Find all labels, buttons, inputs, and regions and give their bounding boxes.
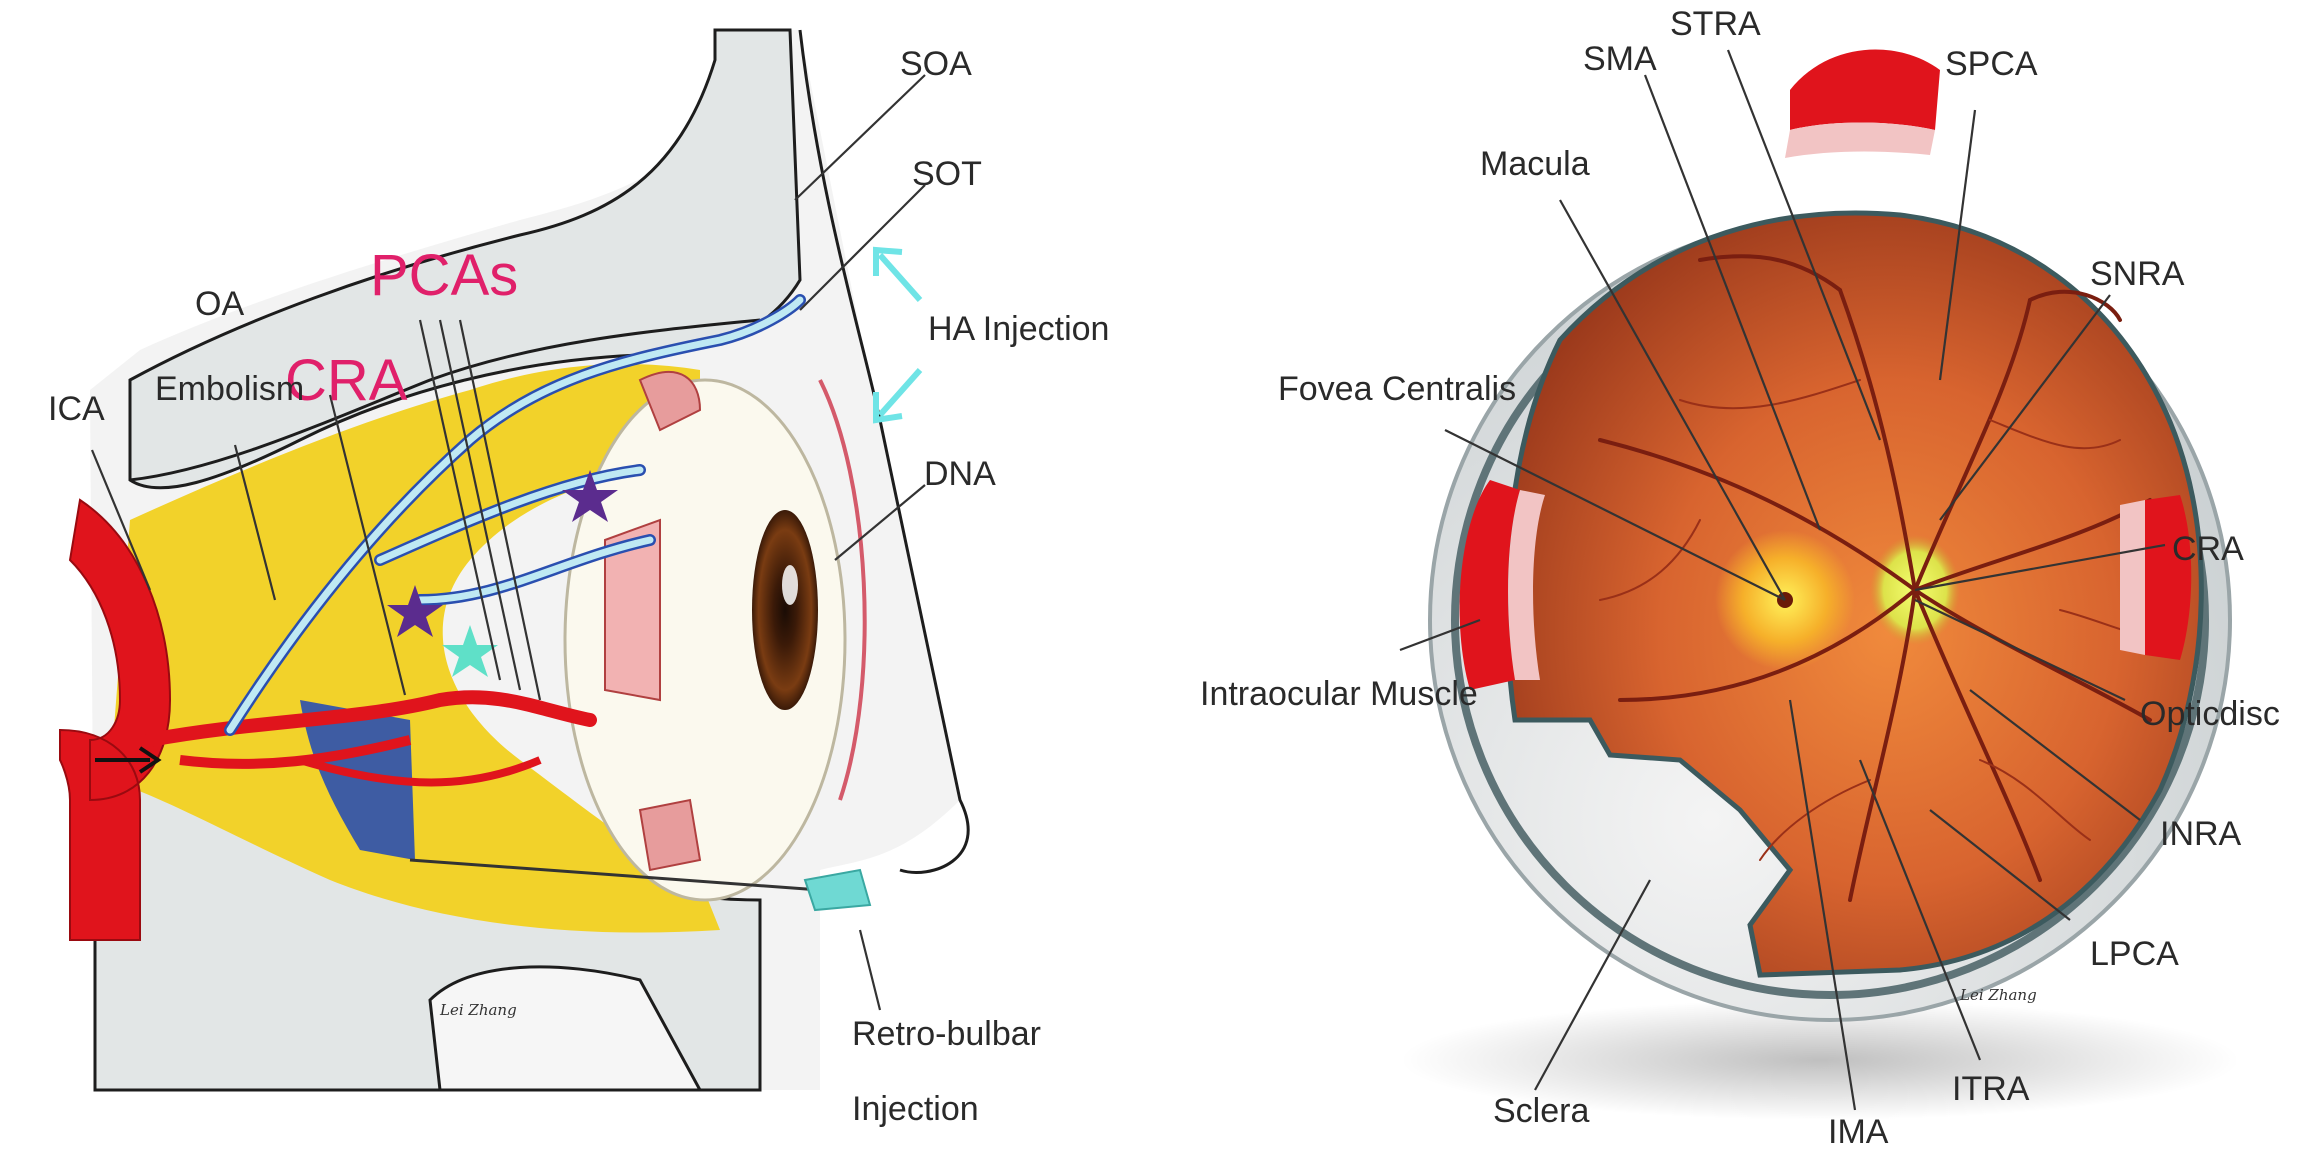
- label-inra: INRA: [2160, 815, 2242, 853]
- orbit-sagittal-diagram: SOA SOT HA Injection DNA PCAs CRA OA Emb…: [48, 30, 1109, 1128]
- pupil-highlight: [782, 565, 798, 605]
- inferior-rectus: [640, 800, 700, 870]
- right-signature: Lei Zhang: [1959, 986, 2037, 1004]
- label-oa: OA: [195, 285, 244, 323]
- ha-arrow-1: [880, 255, 920, 300]
- label-stra: STRA: [1670, 5, 1761, 43]
- label-opticdisc: Opticdisc: [2140, 695, 2280, 733]
- label-soa: SOA: [900, 45, 972, 83]
- label-lpca: LPCA: [2090, 935, 2179, 973]
- label-pcas: PCAs: [370, 243, 518, 308]
- left-signature: Lei Zhang: [439, 1001, 517, 1019]
- muscle-top-tendon: [1785, 123, 1935, 159]
- label-retro-bulbar: Retro-bulbar: [852, 1015, 1041, 1053]
- label-itra: ITRA: [1952, 1070, 2030, 1108]
- label-embolism: Embolism: [155, 370, 304, 408]
- muscle-right: [2145, 495, 2191, 660]
- ha-arrow-2: [880, 370, 920, 415]
- label-retro-bulbar-injection: Injection: [852, 1090, 979, 1128]
- label-cra-right: CRA: [2172, 530, 2244, 568]
- label-intraocular-muscle: Intraocular Muscle: [1200, 675, 1478, 713]
- label-ima: IMA: [1828, 1113, 1889, 1151]
- label-snra: SNRA: [2090, 255, 2185, 293]
- iris: [752, 510, 818, 710]
- label-ica: ICA: [48, 390, 105, 428]
- label-ha-injection: HA Injection: [928, 310, 1109, 348]
- label-fovea-centralis: Fovea Centralis: [1278, 370, 1516, 408]
- label-dna: DNA: [924, 455, 996, 493]
- eyeball-fundus-diagram: STRA SMA SPCA Macula SNRA Fovea Centrali…: [1200, 5, 2280, 1151]
- label-sclera: Sclera: [1493, 1092, 1589, 1130]
- label-sma: SMA: [1583, 40, 1657, 78]
- muscle-right-tendon: [2120, 500, 2145, 655]
- label-macula: Macula: [1480, 145, 1590, 183]
- muscle-top: [1790, 50, 1940, 130]
- label-sot: SOT: [912, 155, 982, 193]
- label-spca: SPCA: [1945, 45, 2038, 83]
